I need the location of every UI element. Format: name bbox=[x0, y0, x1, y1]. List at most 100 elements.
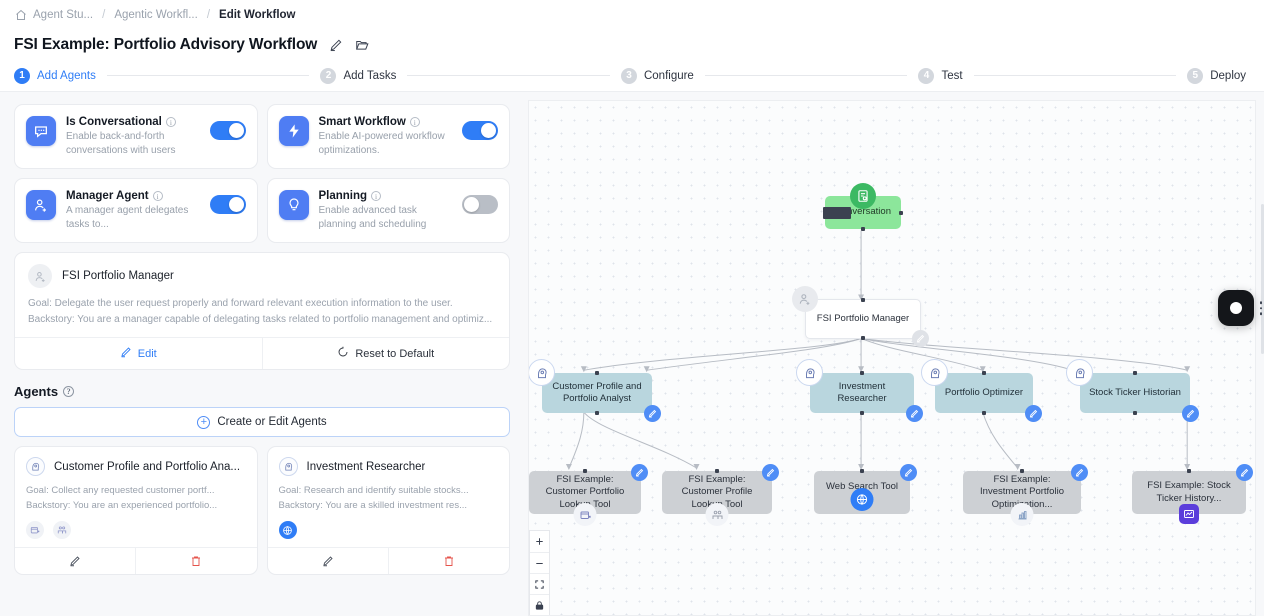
node-port-top[interactable] bbox=[583, 469, 587, 473]
conversation-icon bbox=[850, 183, 876, 209]
zoom-in-button[interactable] bbox=[530, 531, 549, 552]
people-icon[interactable] bbox=[53, 521, 71, 540]
canvas-scrollbar[interactable] bbox=[1261, 204, 1264, 354]
toggle-switch-smart-workflow[interactable] bbox=[462, 121, 498, 140]
breadcrumb-item-1[interactable]: Agentic Workfl... bbox=[114, 9, 198, 21]
agent-edit-button[interactable] bbox=[268, 548, 388, 574]
step-connector bbox=[106, 75, 310, 76]
page-title: FSI Example: Portfolio Advisory Workflow bbox=[14, 36, 318, 53]
toggle-card-is-conversational[interactable]: Is Conversational i Enable back-and-fort… bbox=[14, 104, 258, 169]
agent-delete-button[interactable] bbox=[387, 548, 509, 575]
toggle-switch-planning[interactable] bbox=[462, 195, 498, 214]
info-icon[interactable]: i bbox=[165, 117, 176, 127]
toggle-text: Manager Agent i A manager agent delegate… bbox=[66, 190, 200, 231]
node-tool-investment-optimization[interactable]: FSI Example: Investment Portfolio Optimi… bbox=[963, 464, 1088, 526]
node-edit-button[interactable] bbox=[1071, 464, 1088, 481]
home-icon[interactable] bbox=[14, 9, 27, 22]
node-port-top[interactable] bbox=[595, 371, 599, 375]
step-test[interactable]: 4 Test bbox=[918, 67, 963, 84]
lock-button[interactable] bbox=[530, 594, 549, 615]
info-icon[interactable]: i bbox=[152, 191, 163, 201]
agent-card-body: Goal: Research and identify suitable sto… bbox=[268, 483, 510, 547]
node-edit-button[interactable] bbox=[912, 330, 929, 347]
node-label: Investment Researcher bbox=[837, 380, 887, 404]
agent-card-actions bbox=[15, 547, 257, 575]
question-mark-icon[interactable]: ? bbox=[63, 386, 75, 397]
node-tool-portfolio-lookup[interactable]: FSI Example: Customer Portfolio Lookup T… bbox=[529, 464, 648, 526]
node-tool-web-search[interactable]: Web Search Tool bbox=[814, 464, 917, 514]
step-configure[interactable]: 3 Configure bbox=[620, 67, 694, 84]
node-edit-button[interactable] bbox=[1236, 464, 1253, 481]
zoom-out-button[interactable] bbox=[530, 552, 549, 573]
create-or-edit-agents-button[interactable]: + Create or Edit Agents bbox=[14, 407, 510, 437]
node-port-bottom[interactable] bbox=[860, 411, 864, 415]
switch-knob bbox=[228, 197, 244, 212]
node-edit-button[interactable] bbox=[644, 405, 661, 422]
manager-edit-button[interactable]: Edit bbox=[15, 338, 262, 369]
node-port-bottom[interactable] bbox=[595, 411, 599, 415]
agent-delete-button[interactable] bbox=[135, 548, 256, 575]
toggle-switch-manager-agent[interactable] bbox=[209, 195, 246, 214]
info-icon[interactable]: i bbox=[409, 117, 420, 127]
fit-view-button[interactable] bbox=[530, 573, 549, 594]
panel-resize-grip[interactable] bbox=[1259, 301, 1262, 315]
node-edit-button[interactable] bbox=[900, 464, 917, 481]
toggle-card-manager-agent[interactable]: Manager Agent i A manager agent delegate… bbox=[14, 178, 258, 243]
node-portfolio-optimizer[interactable]: Portfolio Optimizer bbox=[921, 359, 1042, 422]
node-port-top[interactable] bbox=[715, 469, 719, 473]
node-investment-researcher[interactable]: Investment Researcher bbox=[796, 359, 923, 422]
node-port-top[interactable] bbox=[861, 298, 865, 302]
node-edit-button[interactable] bbox=[906, 405, 923, 422]
node-edit-button[interactable] bbox=[762, 464, 779, 481]
pencil-icon[interactable] bbox=[328, 38, 343, 53]
info-icon[interactable]: i bbox=[371, 191, 382, 201]
manager-reset-button[interactable]: Reset to Default bbox=[261, 338, 510, 369]
node-port-top[interactable] bbox=[860, 371, 864, 375]
node-label: FSI Example: Stock Ticker History... bbox=[1147, 480, 1231, 504]
node-port-top[interactable] bbox=[1187, 469, 1191, 473]
chart-icon bbox=[1010, 503, 1034, 526]
agent-card-investment-researcher[interactable]: Investment Researcher Goal: Research and… bbox=[266, 446, 510, 576]
node-port-top[interactable] bbox=[982, 371, 986, 375]
manager-backstory: Backstory: You are a manager capable of … bbox=[28, 313, 493, 325]
node-edit-button[interactable] bbox=[631, 464, 648, 481]
step-label: Configure bbox=[643, 69, 694, 82]
node-port-top[interactable] bbox=[1133, 371, 1137, 375]
create-agents-label: Create or Edit Agents bbox=[217, 416, 327, 428]
toggle-switch-is-conversational[interactable] bbox=[209, 121, 246, 140]
node-port-bottom[interactable] bbox=[982, 411, 986, 415]
folder-icon[interactable] bbox=[354, 38, 369, 53]
toggle-title-row: Is Conversational i bbox=[66, 116, 200, 128]
workflow-canvas[interactable]: Conversation FSI Portfolio Manager bbox=[528, 100, 1256, 616]
agent-card-customer-profile[interactable]: Customer Profile and Portfolio Ana... Go… bbox=[14, 446, 258, 576]
workflow-canvas-wrapper: Conversation FSI Portfolio Manager bbox=[524, 92, 1264, 616]
agent-edit-button[interactable] bbox=[15, 548, 135, 574]
node-port-top[interactable] bbox=[1020, 469, 1024, 473]
portfolio-lookup-icon[interactable] bbox=[26, 521, 44, 540]
node-fsi-portfolio-manager[interactable]: FSI Portfolio Manager bbox=[792, 286, 929, 347]
node-port-bottom[interactable] bbox=[1133, 411, 1137, 415]
manager-edit-label: Edit bbox=[137, 347, 157, 360]
step-add-tasks[interactable]: 2 Add Tasks bbox=[320, 67, 396, 84]
node-edit-button[interactable] bbox=[1025, 405, 1042, 422]
node-tool-stock-ticker-history[interactable]: FSI Example: Stock Ticker History... bbox=[1132, 464, 1253, 524]
node-edit-button[interactable] bbox=[1182, 405, 1199, 422]
node-tool-profile-lookup[interactable]: FSI Example: Customer Profile Lookup Too… bbox=[662, 464, 779, 526]
step-deploy[interactable]: 5 Deploy bbox=[1187, 67, 1246, 84]
breadcrumb-item-0[interactable]: Agent Stu... bbox=[33, 9, 94, 21]
node-conversation[interactable]: Conversation bbox=[823, 183, 903, 231]
pencil-icon bbox=[70, 556, 80, 567]
globe-icon[interactable] bbox=[278, 521, 297, 540]
node-customer-profile-analyst[interactable]: Customer Profile and Portfolio Analyst bbox=[529, 359, 661, 422]
toggle-card-smart-workflow[interactable]: Smart Workflow i Enable AI-powered workf… bbox=[266, 104, 510, 169]
node-port-top[interactable] bbox=[860, 469, 864, 473]
node-port-bottom[interactable] bbox=[861, 336, 865, 340]
node-port-right[interactable] bbox=[899, 210, 903, 215]
switch-knob bbox=[481, 123, 496, 138]
toggle-card-planning[interactable]: Planning i Enable advanced task planning… bbox=[266, 178, 510, 243]
step-add-agents[interactable]: 1 Add Agents bbox=[14, 67, 96, 84]
node-port-bottom[interactable] bbox=[861, 227, 865, 231]
assistant-launcher-button[interactable] bbox=[1218, 290, 1254, 326]
node-stock-ticker-historian[interactable]: Stock Ticker Historian bbox=[1066, 359, 1199, 422]
node-port-left[interactable] bbox=[823, 206, 851, 219]
